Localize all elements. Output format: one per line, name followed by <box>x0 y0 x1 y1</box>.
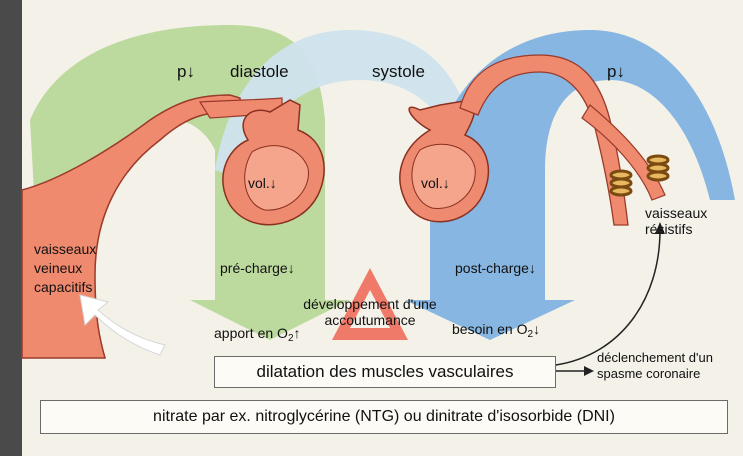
veins-line-1: vaisseaux <box>34 240 96 259</box>
spasm-line-1: déclenchement d'un <box>597 350 713 366</box>
nitrate-box: nitrate par ex. nitroglycérine (NTG) ou … <box>40 400 728 434</box>
pressure-left-label: p↓ <box>177 64 195 80</box>
systole-label: systole <box>372 64 425 80</box>
veins-line-2: veineux <box>34 259 96 278</box>
venous-capacitance-label: vaisseaux veineux capacitifs <box>34 240 96 297</box>
diastole-label: diastole <box>230 64 289 80</box>
veins-line-3: capacitifs <box>34 278 96 297</box>
oxygen-supply-label: apport en O2↑ <box>214 325 301 341</box>
volume-right-label: vol.↓ <box>421 175 450 191</box>
pressure-right-label: p↓ <box>607 64 625 80</box>
afterload-label: post-charge↓ <box>455 260 536 276</box>
oxygen-supply-text: apport en O <box>214 325 288 341</box>
page-spine-shadow <box>0 0 22 456</box>
tolerance-line-2: accoutumance <box>290 312 450 328</box>
oxygen-demand-text: besoin en O <box>452 321 528 337</box>
coronary-spasm-label: déclenchement d'un spasme coronaire <box>597 350 713 382</box>
oxygen-demand-arrow: ↓ <box>533 321 540 337</box>
oxygen-demand-label: besoin en O2↓ <box>452 321 540 337</box>
tolerance-line-1: développement d'une <box>290 296 450 312</box>
resistive-line-1: vaisseaux <box>645 205 707 221</box>
resistive-vessels-label: vaisseaux résistifs <box>645 205 707 237</box>
spasm-line-2: spasme coronaire <box>597 366 713 382</box>
dilation-box: dilatation des muscles vasculaires <box>214 356 556 388</box>
spasm-coil-left <box>611 171 631 195</box>
spasm-coil-right <box>648 156 668 180</box>
volume-left-label: vol.↓ <box>248 175 277 191</box>
tolerance-label: développement d'une accoutumance <box>290 296 450 328</box>
resistive-line-2: résistifs <box>645 221 707 237</box>
preload-label: pré-charge↓ <box>220 260 295 276</box>
oxygen-supply-arrow: ↑ <box>294 325 301 341</box>
